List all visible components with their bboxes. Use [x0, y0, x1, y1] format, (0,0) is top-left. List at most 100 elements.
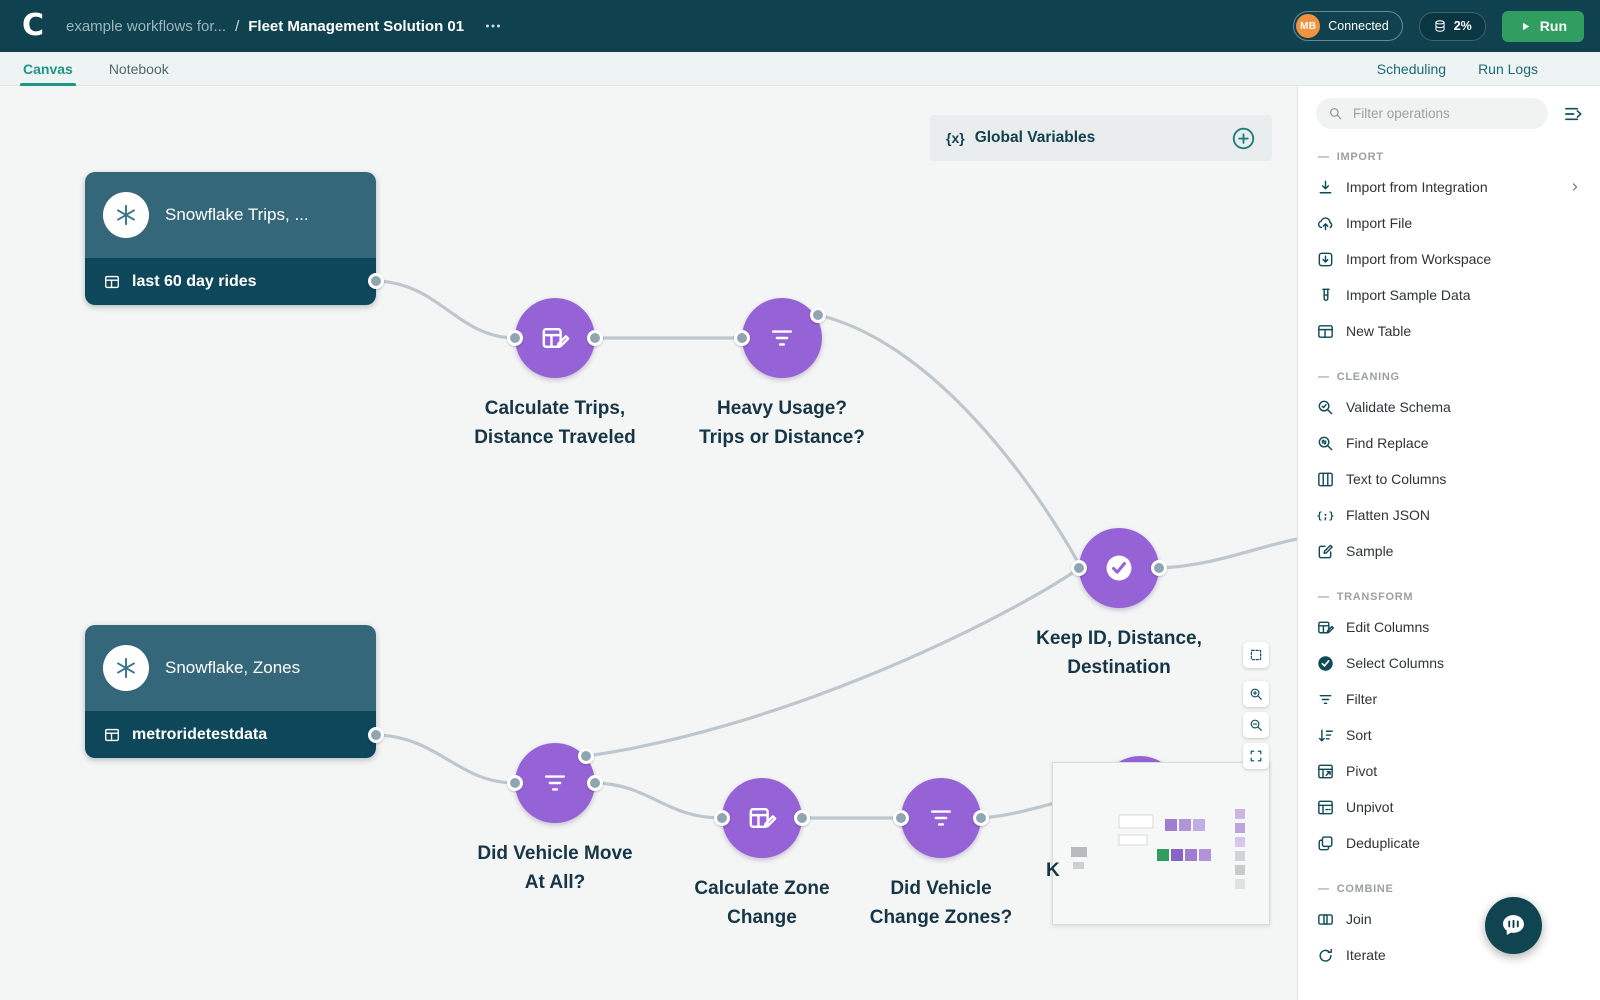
download-tray-icon	[1316, 178, 1335, 197]
app-header: C example workflows for... / Fleet Manag…	[0, 0, 1600, 52]
connection-port[interactable]	[507, 775, 523, 791]
connection-port[interactable]	[587, 775, 603, 791]
operation-label: Import from Workspace	[1346, 251, 1492, 267]
operation-label: Validate Schema	[1346, 399, 1451, 415]
workflow-canvas[interactable]: {x} Global Variables	[0, 86, 1297, 1000]
breadcrumb-workspace[interactable]: example workflows for...	[66, 17, 227, 35]
more-options-icon[interactable]	[483, 16, 503, 36]
operation-join[interactable]: Join	[1298, 901, 1600, 937]
fit-view-button[interactable]	[1243, 743, 1269, 769]
operation-sample[interactable]: Sample	[1298, 533, 1600, 569]
operation-text-to-columns[interactable]: Text to Columns	[1298, 461, 1600, 497]
source-node-1[interactable]: Snowflake Trips, ...last 60 day rides	[85, 172, 376, 305]
table-icon	[103, 726, 121, 744]
test-tube-icon	[1316, 286, 1335, 305]
source-node-2[interactable]: Snowflake, Zones metroridetestdata	[85, 625, 376, 758]
section-dash: —	[1318, 371, 1330, 383]
tab-bar: Canvas Notebook Scheduling Run Logs	[0, 52, 1600, 86]
avatar[interactable]: MB	[1296, 14, 1321, 38]
run-button[interactable]: Run	[1501, 10, 1584, 42]
minimap[interactable]	[1052, 762, 1270, 925]
node-calc-trips-distance[interactable]	[515, 298, 595, 378]
breadcrumb-separator: /	[235, 17, 240, 35]
connection-port[interactable]	[893, 810, 909, 826]
operation-import-sample-data[interactable]: Import Sample Data	[1298, 277, 1600, 313]
connection-port[interactable]	[507, 330, 523, 346]
zoom-in-button[interactable]	[1243, 681, 1269, 707]
operation-edit-columns[interactable]: Edit Columns	[1298, 609, 1600, 645]
operation-unpivot[interactable]: Unpivot	[1298, 789, 1600, 825]
link-scheduling[interactable]: Scheduling	[1376, 60, 1447, 77]
magnifier-check-icon	[1316, 398, 1335, 417]
search-box[interactable]	[1316, 98, 1548, 129]
operation-label: Sample	[1346, 543, 1394, 559]
connection-port[interactable]	[794, 810, 810, 826]
connection-port[interactable]	[578, 748, 594, 764]
filter-icon	[539, 767, 571, 799]
source-node-title: Snowflake, Zones	[165, 658, 301, 677]
braces-icon: {;}	[1316, 506, 1335, 525]
operation-new-table[interactable]: New Table	[1298, 313, 1600, 349]
connection-port[interactable]	[1071, 560, 1087, 576]
link-run-logs[interactable]: Run Logs	[1478, 60, 1538, 77]
edges-layer	[374, 279, 1297, 820]
zoom-in-icon	[1248, 686, 1264, 702]
zoom-out-button[interactable]	[1243, 712, 1269, 738]
connection-port[interactable]	[734, 330, 750, 346]
sidebar-header	[1298, 86, 1600, 129]
workflow-edge	[593, 781, 724, 820]
connection-port[interactable]	[368, 727, 384, 743]
operation-filter[interactable]: Filter	[1298, 681, 1600, 717]
operation-label: Unpivot	[1346, 799, 1394, 815]
connection-port[interactable]	[587, 330, 603, 346]
operation-import-from-workspace[interactable]: Import from Workspace	[1298, 241, 1600, 277]
workflow-edge	[1157, 537, 1297, 570]
connection-port[interactable]	[973, 810, 989, 826]
node-heavy-usage[interactable]	[742, 298, 822, 378]
node-label-keep-id-distance-destination: Keep ID, Distance,Destination	[1036, 628, 1202, 678]
database-icon	[1433, 19, 1447, 33]
usage-indicator[interactable]: 2%	[1418, 11, 1486, 41]
marquee-select-button[interactable]	[1243, 642, 1269, 668]
operation-label: Edit Columns	[1346, 619, 1430, 635]
connection-status-pill[interactable]: MB Connected	[1293, 11, 1403, 41]
global-variables-bar[interactable]: {x} Global Variables	[930, 115, 1272, 161]
operation-flatten-json[interactable]: {;}Flatten JSON	[1298, 497, 1600, 533]
operation-find-replace[interactable]: Find Replace	[1298, 425, 1600, 461]
operation-iterate[interactable]: Iterate	[1298, 937, 1600, 973]
collapse-panel-icon[interactable]	[1562, 103, 1584, 125]
node-keep-id-distance-destination[interactable]	[1079, 528, 1159, 608]
fit-view-icon	[1248, 748, 1264, 764]
connection-port[interactable]	[810, 307, 826, 323]
filter-operations-input[interactable]	[1351, 105, 1536, 122]
grid-split-icon	[1316, 470, 1335, 489]
operation-label: Text to Columns	[1346, 471, 1447, 487]
operation-deduplicate[interactable]: Deduplicate	[1298, 825, 1600, 861]
operation-select-columns[interactable]: Select Columns	[1298, 645, 1600, 681]
view-tabs: Canvas Notebook	[20, 52, 172, 86]
operation-validate-schema[interactable]: Validate Schema	[1298, 389, 1600, 425]
connection-port[interactable]	[1151, 560, 1167, 576]
connection-port[interactable]	[368, 273, 384, 289]
operation-pivot[interactable]: Pivot	[1298, 753, 1600, 789]
node-calculate-zone-change[interactable]	[722, 778, 802, 858]
node-did-vehicle-change-zones[interactable]	[901, 778, 981, 858]
operation-import-file[interactable]: Import File	[1298, 205, 1600, 241]
operation-import-from-integration[interactable]: Import from Integration	[1298, 169, 1600, 205]
connection-port[interactable]	[714, 810, 730, 826]
filter-icon	[1316, 690, 1335, 709]
tab-canvas[interactable]: Canvas	[20, 52, 76, 86]
source-node-table-row[interactable]: last 60 day rides	[85, 258, 376, 305]
source-node-table-row[interactable]: metroridetestdata	[85, 711, 376, 758]
add-global-variable-button[interactable]	[1231, 126, 1256, 151]
tab-notebook[interactable]: Notebook	[108, 60, 169, 77]
table-edit-icon	[1316, 618, 1335, 637]
operation-label: Iterate	[1346, 947, 1386, 963]
operation-sort[interactable]: Sort	[1298, 717, 1600, 753]
section-title: COMBINE	[1336, 883, 1394, 895]
chat-button[interactable]	[1485, 897, 1542, 954]
app-logo[interactable]: C	[21, 8, 45, 43]
